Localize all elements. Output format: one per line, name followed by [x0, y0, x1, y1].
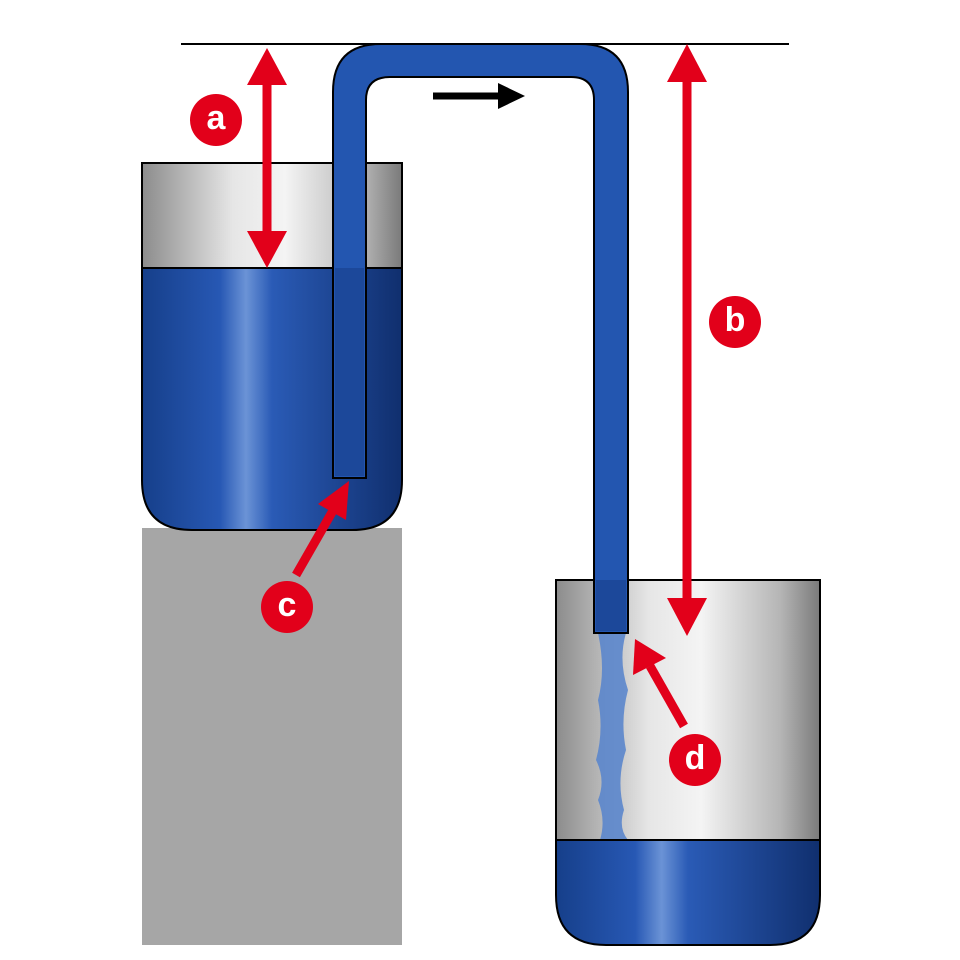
- label-b: b: [709, 296, 761, 348]
- label-d: d: [669, 734, 721, 786]
- label-d-text: d: [685, 739, 706, 777]
- siphon-tube: [332, 43, 629, 634]
- lower-water: [556, 840, 820, 945]
- pointer-arrow-c: [292, 481, 349, 578]
- flow-direction-arrow: [433, 83, 525, 109]
- label-c: c: [261, 581, 313, 633]
- height-arrow-a: [247, 48, 287, 268]
- water-stream: [596, 633, 628, 840]
- pointer-arrow-d: [633, 639, 688, 729]
- height-arrow-b: [667, 44, 707, 636]
- label-a: a: [190, 94, 242, 146]
- label-a-text: a: [207, 99, 227, 137]
- label-b-text: b: [725, 301, 746, 339]
- label-c-text: c: [278, 586, 297, 624]
